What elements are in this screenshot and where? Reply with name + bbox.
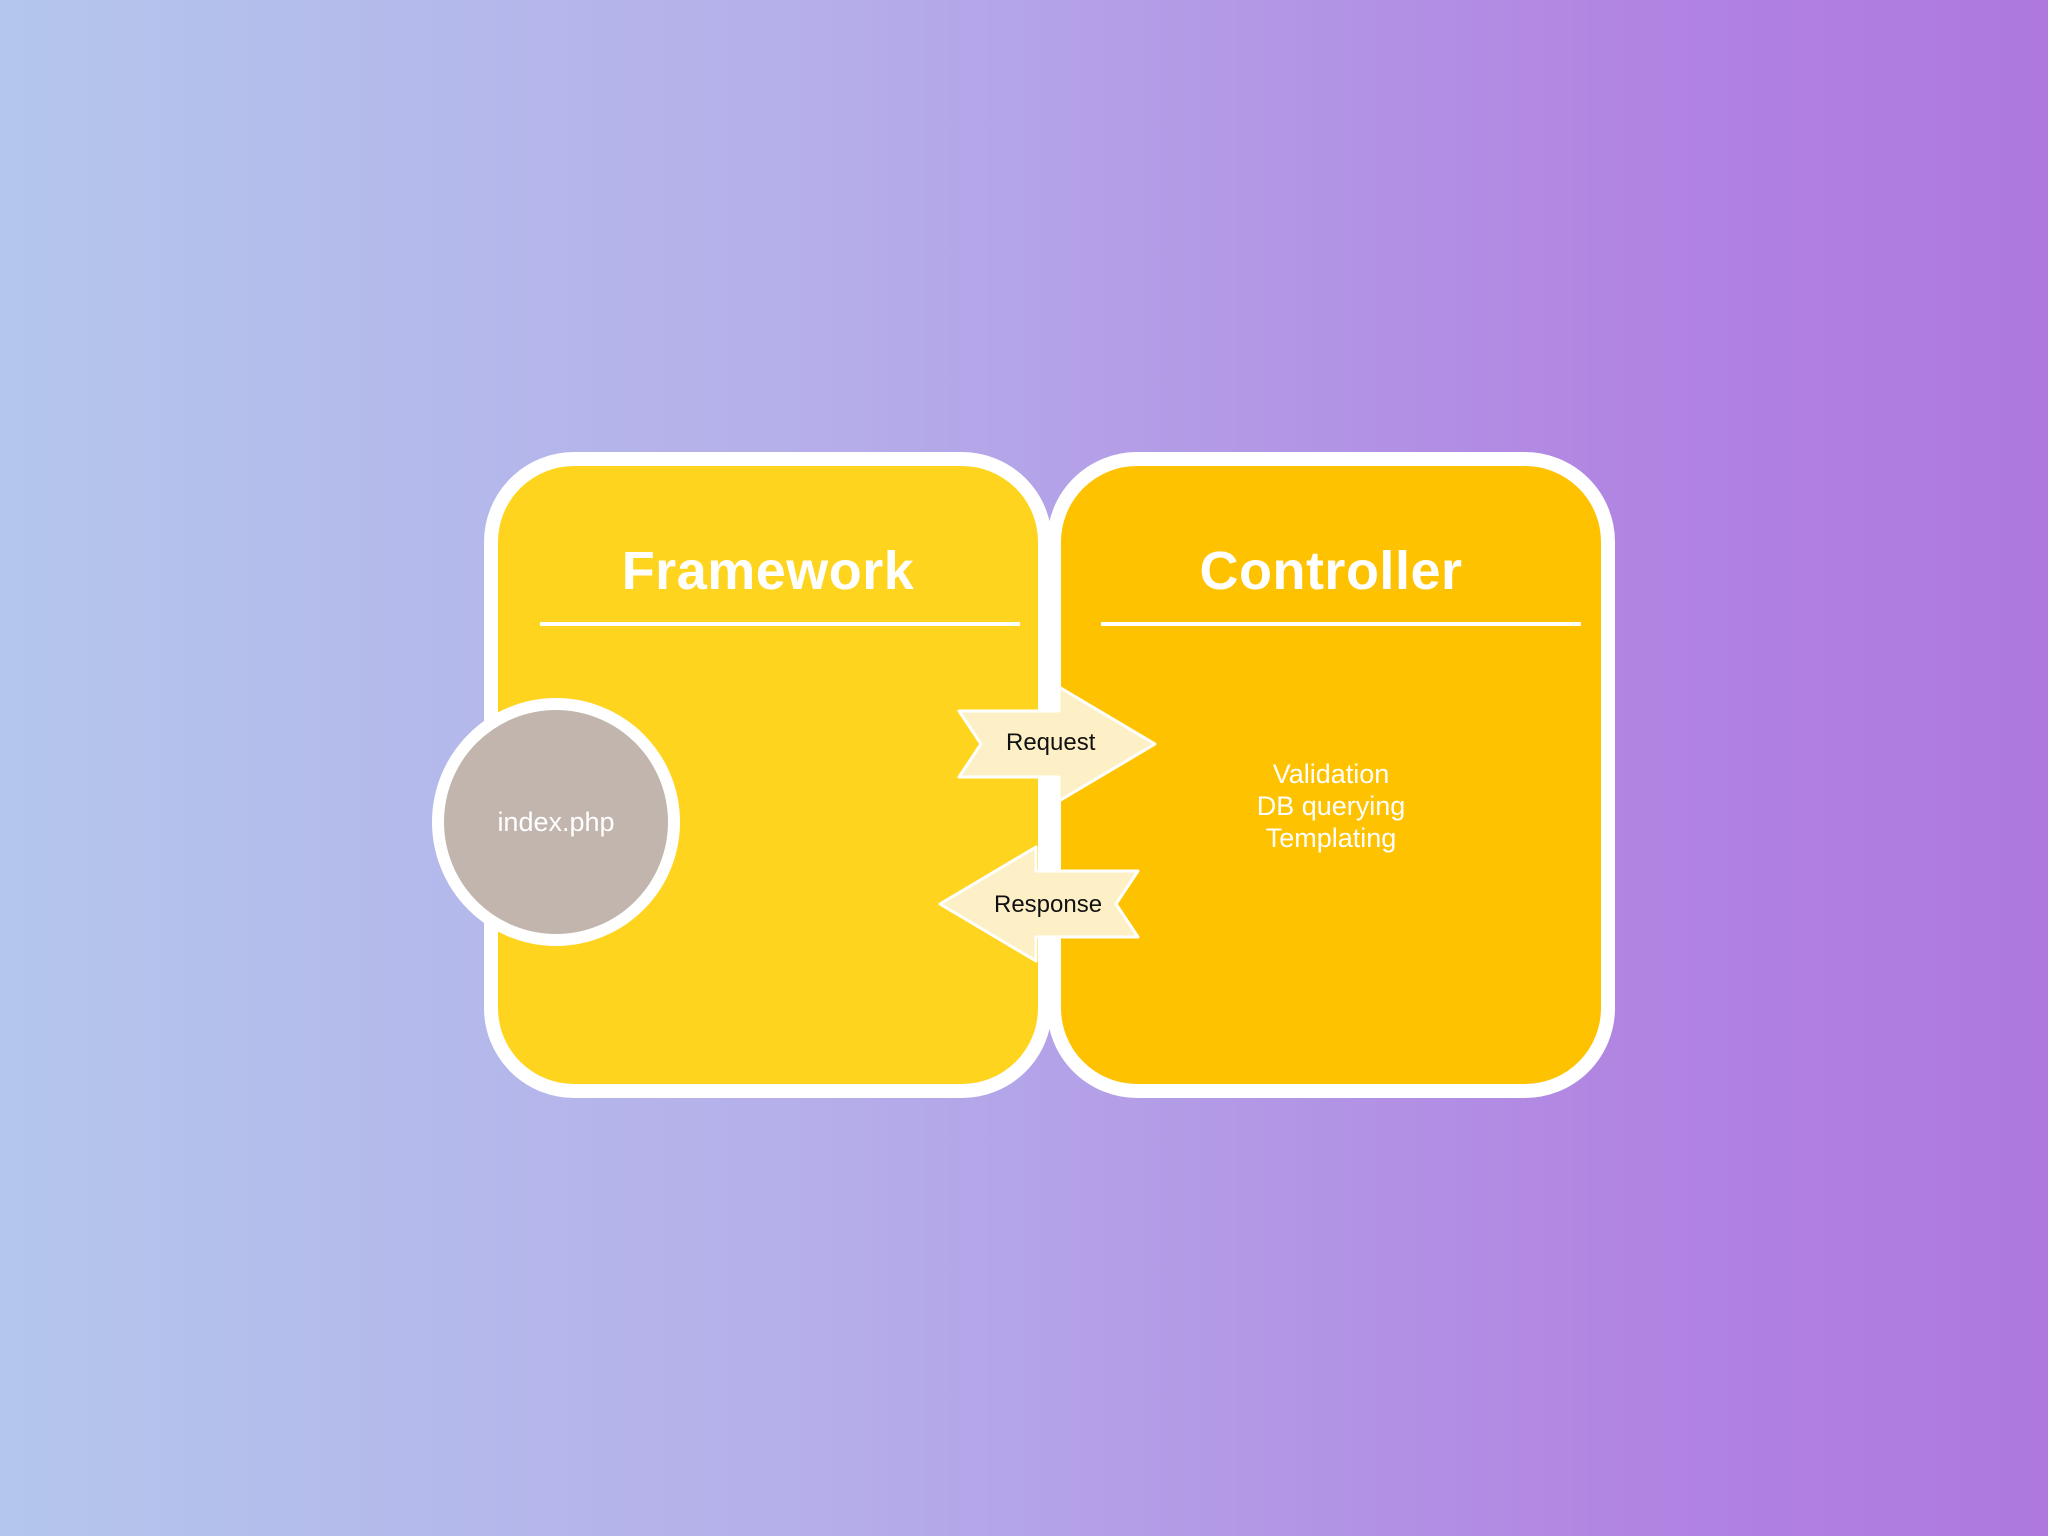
request-arrow	[957, 685, 1157, 803]
entry-point-label: index.php	[497, 806, 615, 837]
entry-point-node: index.php	[432, 698, 680, 946]
controller-title: Controller	[1199, 541, 1463, 601]
controller-task-list: Validation DB querying Templating	[1061, 758, 1601, 854]
task-item: Templating	[1265, 823, 1397, 853]
controller-panel: Controller Validation DB querying Templa…	[1047, 452, 1615, 1098]
response-arrow	[938, 845, 1140, 963]
framework-title: Framework	[621, 541, 915, 601]
task-item: Validation	[1272, 759, 1390, 789]
framework-divider	[540, 622, 1020, 626]
controller-divider	[1101, 622, 1581, 626]
task-item: DB querying	[1256, 791, 1406, 821]
request-label: Request	[1006, 729, 1096, 756]
response-label: Response	[994, 891, 1103, 918]
